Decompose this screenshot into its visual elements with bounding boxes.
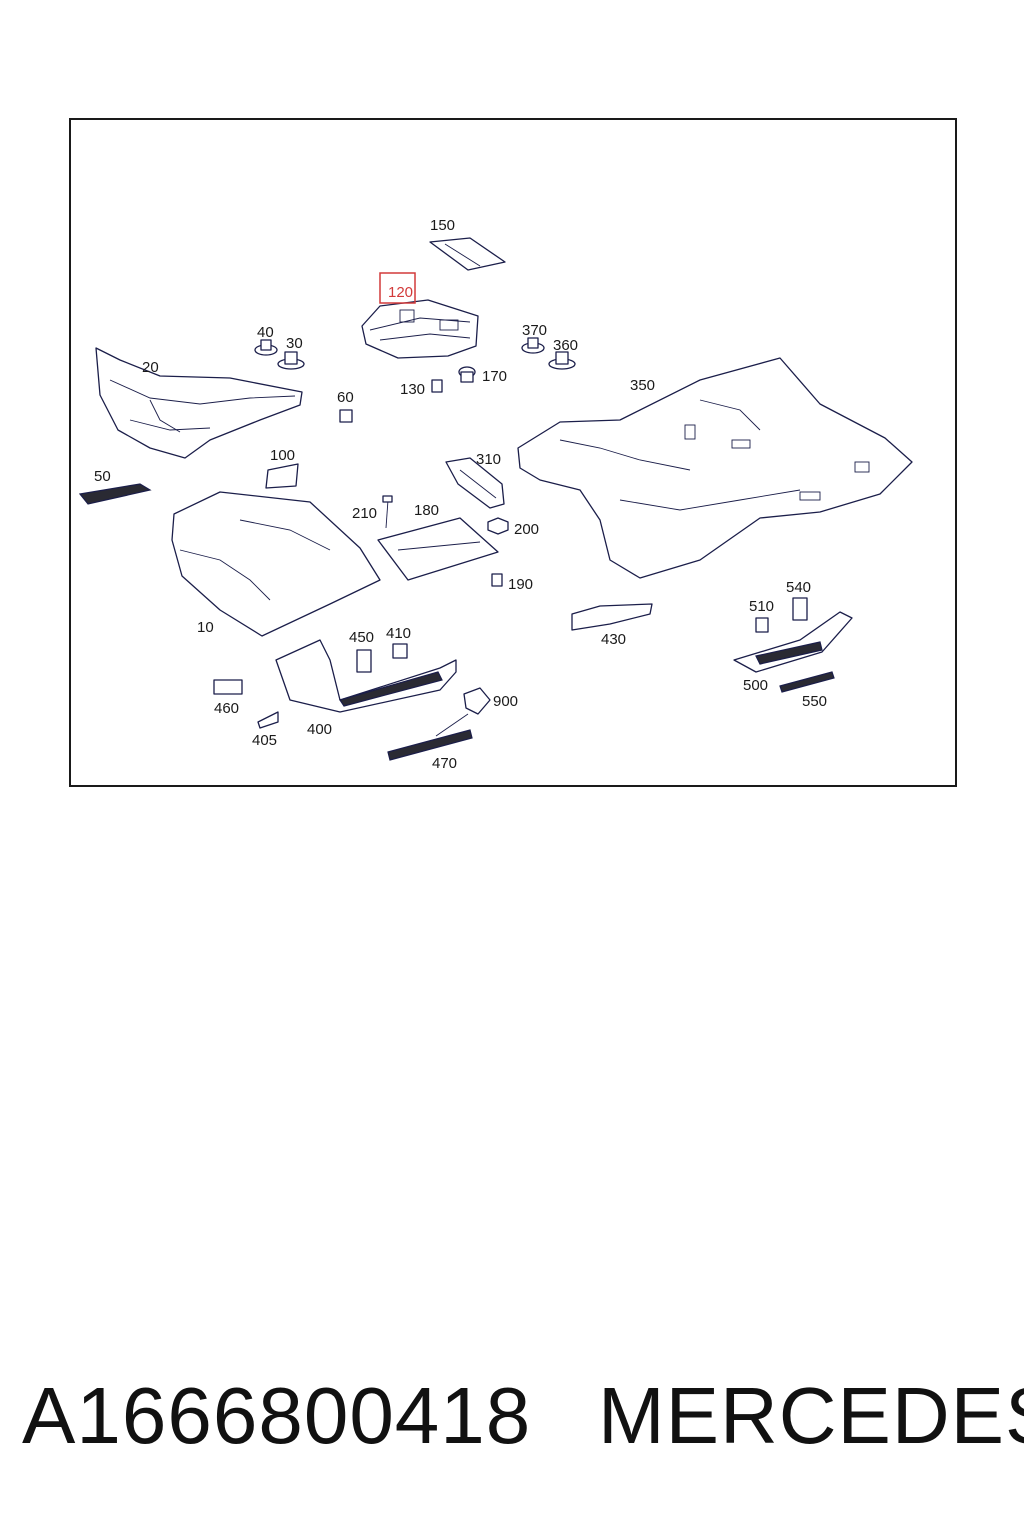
footer: A1666800418 MERCEDES (0, 1370, 1024, 1470)
part-170-nut[interactable] (458, 366, 476, 383)
part-130-clip[interactable] (431, 379, 443, 393)
callout-120[interactable]: 120 (388, 284, 413, 301)
part-190-clip[interactable] (491, 573, 503, 587)
callout-200[interactable]: 200 (514, 521, 539, 538)
part-200-nut[interactable] (487, 517, 509, 535)
callout-20[interactable]: 20 (142, 359, 159, 376)
part-550-strip[interactable] (779, 671, 835, 693)
callout-210[interactable]: 210 (352, 505, 377, 522)
part-150-pad[interactable] (429, 237, 506, 271)
part-900-pad[interactable] (435, 687, 491, 737)
part-400-front-sill[interactable] (275, 639, 457, 713)
brand-name: MERCEDES (598, 1371, 1024, 1460)
callout-100[interactable]: 100 (270, 447, 295, 464)
callout-60[interactable]: 60 (337, 389, 354, 406)
callout-150[interactable]: 150 (430, 217, 455, 234)
part-50-mat[interactable] (78, 483, 152, 505)
callout-360[interactable]: 360 (553, 337, 578, 354)
part-30-clip[interactable] (277, 351, 305, 370)
callout-405[interactable]: 405 (252, 732, 277, 749)
callout-510[interactable]: 510 (749, 598, 774, 615)
callout-450[interactable]: 450 (349, 629, 374, 646)
part-number: A1666800418 (22, 1371, 532, 1460)
callout-350[interactable]: 350 (630, 377, 655, 394)
callout-180[interactable]: 180 (414, 502, 439, 519)
part-310-duct[interactable] (445, 457, 505, 509)
part-460-sensor[interactable] (213, 679, 243, 695)
callout-900[interactable]: 900 (493, 693, 518, 710)
part-540-clip[interactable] (792, 597, 808, 621)
part-450-clip[interactable] (356, 649, 372, 673)
part-470-strip[interactable] (387, 729, 473, 761)
callout-190[interactable]: 190 (508, 576, 533, 593)
part-360-clip[interactable] (548, 351, 576, 370)
parts-diagram: 150 120 40 30 370 360 20 60 130 170 350 … (78, 217, 913, 772)
part-10-front-floor[interactable] (171, 491, 381, 637)
callout-30[interactable]: 30 (286, 335, 303, 352)
part-210-bolt[interactable] (382, 495, 393, 529)
callout-550[interactable]: 550 (802, 693, 827, 710)
callout-540[interactable]: 540 (786, 579, 811, 596)
callout-370[interactable]: 370 (522, 322, 547, 339)
part-405-tab[interactable] (257, 711, 279, 729)
callout-10[interactable]: 10 (197, 619, 214, 636)
part-20-front-insulation[interactable] (95, 347, 303, 459)
callout-500[interactable]: 500 (743, 677, 768, 694)
part-410-clip[interactable] (392, 643, 408, 659)
part-40-clip[interactable] (254, 339, 278, 356)
callout-40[interactable]: 40 (257, 324, 274, 341)
callout-50[interactable]: 50 (94, 468, 111, 485)
part-430-trim[interactable] (571, 603, 653, 631)
part-60-clip[interactable] (339, 409, 353, 423)
callout-170[interactable]: 170 (482, 368, 507, 385)
part-510-clip[interactable] (755, 617, 769, 633)
part-500-rear-sill[interactable] (733, 611, 853, 673)
callout-310[interactable]: 310 (476, 451, 501, 468)
part-120-console-insulation[interactable] (361, 299, 479, 359)
part-100-bracket[interactable] (265, 463, 299, 489)
part-180-panel[interactable] (377, 517, 499, 581)
part-370-clip[interactable] (521, 337, 545, 354)
callout-460[interactable]: 460 (214, 700, 239, 717)
callout-430[interactable]: 430 (601, 631, 626, 648)
part-350-floor-carpet[interactable] (517, 357, 913, 579)
callout-470[interactable]: 470 (432, 755, 457, 772)
highlight-box-120 (379, 272, 416, 304)
callout-130[interactable]: 130 (400, 381, 425, 398)
callout-410[interactable]: 410 (386, 625, 411, 642)
callout-400[interactable]: 400 (307, 721, 332, 738)
